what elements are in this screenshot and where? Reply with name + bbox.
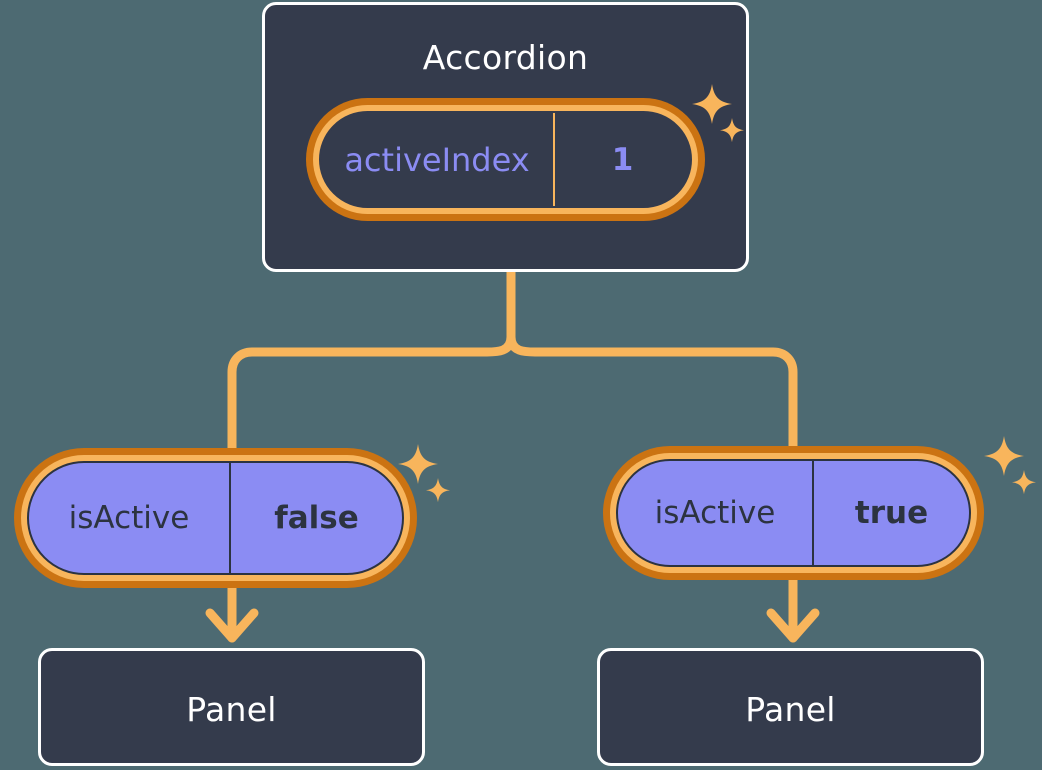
state-pill-body: isActive false	[27, 461, 404, 575]
four-point-star-icon	[984, 436, 1024, 476]
state-key-label: activeIndex	[344, 140, 530, 179]
state-pill-body: activeIndex 1	[319, 111, 692, 208]
accordion-title: Accordion	[422, 38, 589, 77]
state-pill-divider	[553, 113, 555, 206]
state-key-label: isActive	[654, 495, 776, 531]
state-pill-divider	[812, 461, 814, 565]
state-value-label: 1	[611, 141, 634, 178]
sparkle-group-right	[984, 436, 1036, 495]
arrow-head-right	[766, 608, 820, 643]
four-point-star-icon	[426, 478, 450, 503]
state-pill-divider	[229, 463, 231, 573]
state-pill-inner-ring: activeIndex 1	[313, 105, 698, 214]
state-value-label: true	[854, 495, 929, 531]
four-point-star-icon	[1012, 470, 1036, 495]
panel-component-card-right[interactable]: Panel	[597, 648, 984, 766]
state-key-label: isActive	[68, 500, 190, 536]
state-pill-inner-ring: isActive true	[610, 453, 977, 573]
state-pill-is-active-false[interactable]: isActive false	[14, 448, 417, 588]
state-pill-inner-ring: isActive false	[21, 455, 410, 581]
panel-title: Panel	[186, 690, 277, 729]
state-pill-is-active-true[interactable]: isActive true	[603, 446, 984, 580]
panel-component-card-left[interactable]: Panel	[38, 648, 425, 766]
arrow-head-left	[205, 608, 259, 643]
connector-branch-right	[506, 332, 798, 451]
state-pill-active-index[interactable]: activeIndex 1	[306, 98, 705, 221]
connector-branch-left	[227, 332, 516, 453]
state-value-label: false	[274, 500, 359, 536]
state-pill-body: isActive true	[616, 459, 971, 567]
panel-title: Panel	[745, 690, 836, 729]
